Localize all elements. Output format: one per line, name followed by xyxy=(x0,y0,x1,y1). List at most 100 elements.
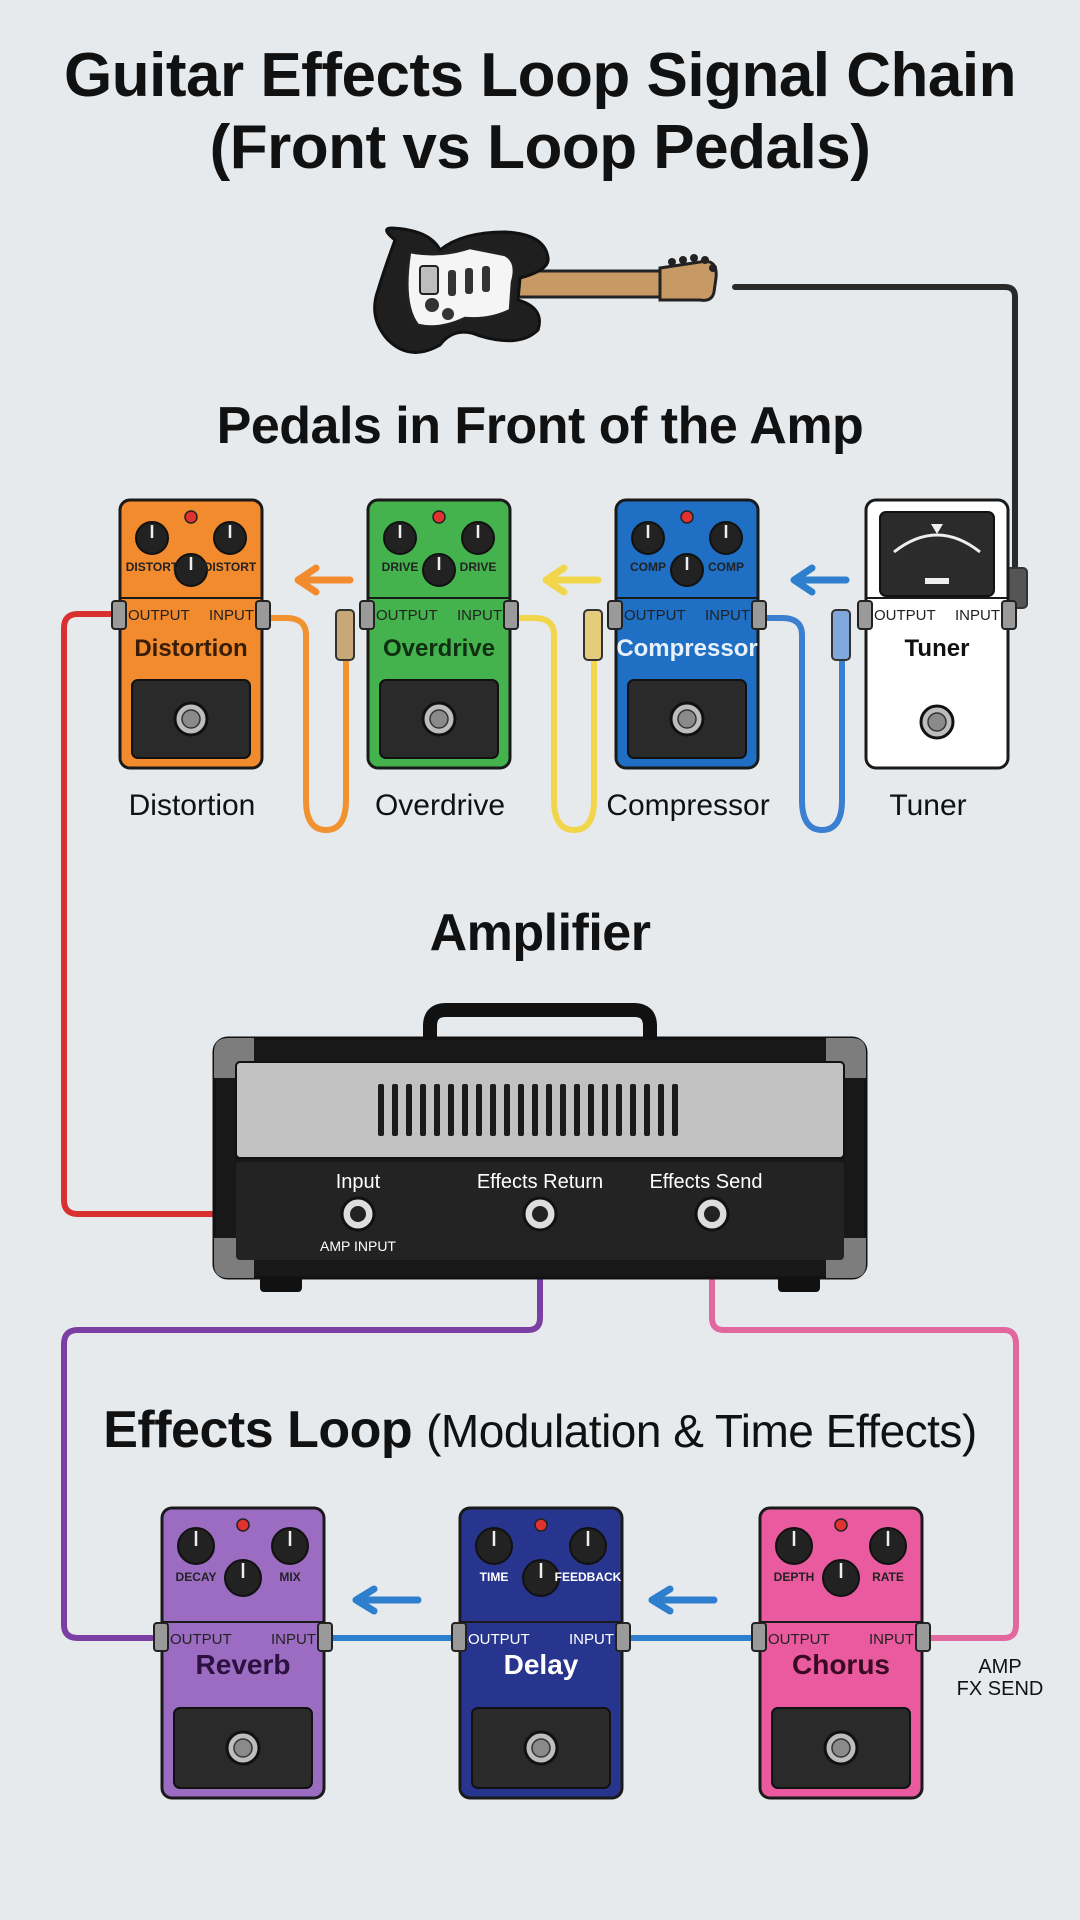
distortion-output-jack-icon xyxy=(111,600,127,630)
reverb-knob-label-right: MIX xyxy=(279,1570,300,1584)
title-line-2: (Front vs Loop Pedals) xyxy=(209,113,871,182)
cable-compressor-to-overdrive xyxy=(511,615,597,833)
cables xyxy=(61,284,1019,1641)
compressor-output-jack-icon xyxy=(607,600,623,630)
overdrive-knob-label-right: DRIVE xyxy=(460,560,497,574)
amp-vent-slot xyxy=(560,1084,566,1136)
arrow-to-distortion-icon xyxy=(294,564,354,596)
amp-effects-return-label: Effects Return xyxy=(476,1171,604,1193)
delay-knob-label-right: FEEDBACK xyxy=(555,1570,622,1584)
delay-led-icon xyxy=(534,1518,548,1532)
amp-input-label: Input xyxy=(335,1171,381,1193)
tuner-output-label: OUTPUT xyxy=(874,607,936,624)
section-heading-loop: Effects Loop (Modulation & Time Effects) xyxy=(0,1400,1080,1461)
overdrive-knob-label-left: DRIVE xyxy=(382,560,419,574)
distortion-name-label: Distortion xyxy=(134,635,247,662)
compressor-footswitch-cap xyxy=(677,709,697,729)
delay-input-jack-icon xyxy=(615,1622,631,1652)
electric-guitar-icon xyxy=(373,226,718,354)
pedal-compressor: COMP COMP OUTPUT INPUT Compressor xyxy=(607,498,767,770)
overdrive-input-label: INPUT xyxy=(457,607,502,624)
tuner-output-jack-icon xyxy=(857,600,873,630)
amp-vent-slot xyxy=(546,1084,552,1136)
chorus-footswitch-cap xyxy=(831,1738,851,1758)
chorus-led-icon xyxy=(834,1518,848,1532)
delay-footswitch-cap xyxy=(531,1738,551,1758)
amp-vent-slot xyxy=(658,1084,664,1136)
compressor-name-label: Compressor xyxy=(616,635,757,662)
overdrive-output-label: OUTPUT xyxy=(376,607,438,624)
amp-vent-slot xyxy=(574,1084,580,1136)
arrow-to-reverb-icon xyxy=(352,1585,422,1615)
cable-send-to-chorus xyxy=(709,1237,1019,1641)
amp-vent-slot xyxy=(462,1084,468,1136)
tuner-needle-icon xyxy=(925,578,949,584)
cable-return-to-reverb xyxy=(61,1237,543,1641)
section-heading-loop-paren: (Modulation & Time Effects) xyxy=(426,1405,977,1457)
arrow-to-overdrive-icon xyxy=(542,564,602,596)
amp-effects-send-jack-icon xyxy=(694,1196,730,1232)
compressor-knob-label-left: COMP xyxy=(630,560,666,574)
delay-name-label: Delay xyxy=(504,1649,579,1680)
title-line-1: Guitar Effects Loop Signal Chain xyxy=(64,41,1016,110)
compressor-input-label: INPUT xyxy=(705,607,750,624)
reverb-footswitch-cap xyxy=(233,1738,253,1758)
amp-vent-slot xyxy=(490,1084,496,1136)
cable-tuner-to-compressor xyxy=(759,615,845,833)
tuner-input-label: INPUT xyxy=(955,607,1000,624)
amp-vent-slot xyxy=(406,1084,412,1136)
tuner-name-label: Tuner xyxy=(905,635,970,662)
amp-vent-slot xyxy=(476,1084,482,1136)
tuner-input-jack-icon xyxy=(1001,600,1017,630)
distortion-knob-label-right: DISTORT xyxy=(204,560,257,574)
amp-vent-slot xyxy=(420,1084,426,1136)
overdrive-output-jack-icon xyxy=(359,600,375,630)
amp-vent-slot xyxy=(434,1084,440,1136)
compressor-output-label: OUTPUT xyxy=(624,607,686,624)
caption-compressor: Compressor xyxy=(606,789,770,822)
amp-fx-send-note: AMP FX SEND xyxy=(940,1656,1060,1700)
amp-input-jack-icon xyxy=(340,1196,376,1232)
amp-vent-slot xyxy=(378,1084,384,1136)
amp-vent-slot xyxy=(602,1084,608,1136)
fx-send-note-line-1: AMP xyxy=(978,1656,1022,1678)
amp-input-sublabel: AMP INPUT xyxy=(320,1238,396,1254)
amp-vent-slot xyxy=(518,1084,524,1136)
tuner-footswitch-cap xyxy=(927,712,947,732)
reverb-input-label: INPUT xyxy=(271,1631,316,1648)
front-direction-arrows xyxy=(294,564,850,596)
compressor-knob-label-right: COMP xyxy=(708,560,744,574)
caption-distortion: Distortion xyxy=(128,789,256,822)
overdrive-footswitch-cap xyxy=(429,709,449,729)
chorus-name-label: Chorus xyxy=(792,1649,890,1680)
compressor-jack-band: OUTPUT INPUT xyxy=(616,597,758,624)
amp-vent-slot xyxy=(448,1084,454,1136)
caption-tuner: Tuner xyxy=(889,789,967,822)
plug-connectors xyxy=(335,567,1028,661)
chorus-output-jack-icon xyxy=(751,1622,767,1652)
overdrive-led-icon xyxy=(432,510,446,524)
reverb-knob-label-left: DECAY xyxy=(176,1570,217,1584)
section-heading-loop-main: Effects Loop xyxy=(103,1401,413,1459)
compressor-input-jack-icon xyxy=(751,600,767,630)
tuner-jack-band: OUTPUT INPUT xyxy=(866,597,1008,624)
amp-effects-send-label: Effects Send xyxy=(649,1171,763,1193)
chorus-knob-label-left: DEPTH xyxy=(774,1570,815,1584)
amp-vent-slot xyxy=(588,1084,594,1136)
loop-direction-arrows xyxy=(352,1585,718,1615)
tuner-scale-arc xyxy=(893,533,981,554)
amp-vent-slot xyxy=(630,1084,636,1136)
tuner-display-icon xyxy=(879,511,995,597)
arrow-to-delay-icon xyxy=(648,1585,718,1615)
distortion-input-jack-icon xyxy=(255,600,271,630)
